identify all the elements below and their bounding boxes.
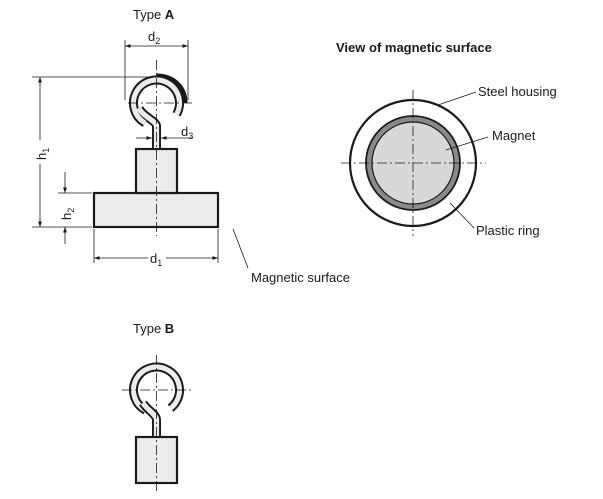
type-a-drawing: d2 d3 h1 h2 d1 Magnetic surface	[32, 29, 350, 285]
plastic-ring-leader	[449, 202, 475, 229]
h2-label: h2	[59, 208, 76, 220]
d1-label-bg	[148, 247, 166, 267]
type-b-drawing	[122, 355, 192, 492]
d3-label: d3	[181, 124, 193, 141]
hook-shank-fill	[136, 106, 160, 148]
type-a-label: Type A	[133, 7, 175, 22]
surface-view-drawing: Steel housing Magnet Plastic ring	[341, 84, 557, 238]
surface-view-title: View of magnetic surface	[336, 40, 492, 55]
magnetic-surface-leader	[232, 228, 249, 269]
d1-label: d1	[150, 251, 162, 268]
steel-housing-label: Steel housing	[478, 84, 557, 99]
magnetic-surface-label: Magnetic surface	[251, 270, 350, 285]
magnet-label: Magnet	[492, 128, 536, 143]
steel-housing-leader	[437, 91, 477, 106]
plastic-ring-label: Plastic ring	[476, 223, 540, 238]
magnet-leader	[445, 136, 489, 151]
type-b-label: Type B	[133, 321, 174, 336]
hook-eye-fill	[131, 77, 182, 129]
d2-label: d2	[148, 29, 160, 46]
type-b-shank-fill	[140, 401, 160, 436]
h1-label: h1	[34, 148, 51, 160]
magnet-base	[92, 191, 220, 229]
h1-label-bg	[33, 140, 47, 164]
